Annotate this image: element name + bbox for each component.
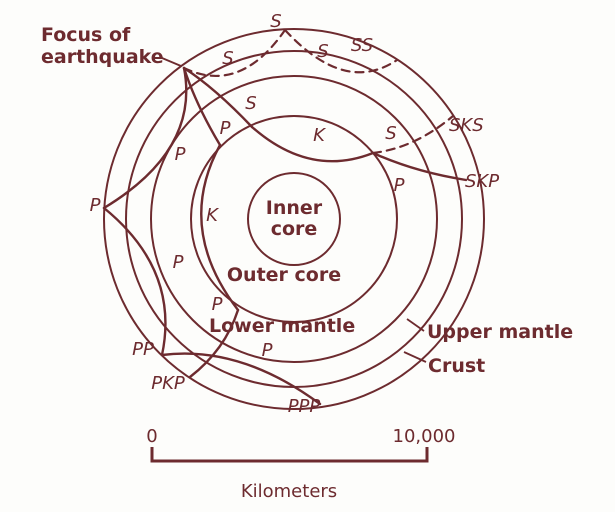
- pkp-outer-core-leg-path: [200, 143, 240, 312]
- pp-reflected-path: [102, 206, 167, 357]
- s-surface-wave-path-2: [283, 28, 399, 74]
- phase-label-k-sks: K: [313, 125, 326, 146]
- sks-outer-core-leg-path: [250, 125, 375, 163]
- s-surface-wave-path-1: [182, 28, 287, 77]
- phase-label-sks: SKS: [449, 115, 484, 136]
- focus-leader-line: [161, 57, 182, 67]
- layer-label-inner-core-line2: core: [271, 218, 318, 240]
- phase-label-s-sks-exit: S: [385, 123, 396, 144]
- phase-label-s-mantle-leg: S: [245, 93, 256, 114]
- sks-mantle-leg-path: [182, 66, 254, 129]
- layer-label-upper-mantle: Upper mantle: [427, 321, 573, 343]
- phase-label-p-ppp-leg: P: [262, 340, 273, 361]
- scale-unit-label: Kilometers: [241, 481, 337, 502]
- phase-label-s-apex: S: [270, 11, 281, 32]
- focus-label-line1: Focus of: [41, 24, 131, 46]
- phase-label-p-skp-exit: P: [394, 175, 405, 196]
- phase-label-ss: SS: [351, 35, 373, 56]
- phase-label-s-scallop-left: S: [222, 48, 233, 69]
- scale-label-min: 0: [146, 426, 157, 447]
- sks-exit-wave-path: [371, 114, 455, 155]
- p-direct-path: [102, 66, 188, 210]
- layer-label-lower-mantle: Lower mantle: [209, 315, 355, 337]
- layer-label-inner-core-line1: Inner: [266, 197, 323, 219]
- phase-label-k-pkp: K: [206, 205, 219, 226]
- focus-label-line2: earthquake: [41, 46, 164, 68]
- scale-bar: [150, 447, 429, 463]
- layer-label-outer-core: Outer core: [227, 264, 341, 286]
- upper-mantle-leader-line: [406, 318, 425, 332]
- upper-lower-mantle-boundary-circle: [150, 75, 438, 363]
- pkp-mantle-entry-path: [182, 66, 222, 147]
- phase-label-pp: PP: [132, 339, 154, 360]
- surface-circle: [103, 28, 485, 410]
- phase-label-p-pkp-lower: P: [212, 294, 223, 315]
- pkp-exit-leg-path: [188, 308, 240, 379]
- core-mantle-boundary-circle: [190, 115, 398, 323]
- ppp-reflected-path: [160, 352, 322, 406]
- scale-label-max: 10,000: [393, 426, 456, 447]
- phase-label-skp: SKP: [465, 171, 499, 192]
- phase-label-p-pp-leg: P: [173, 252, 184, 273]
- phase-label-ppp: PPP: [288, 396, 321, 417]
- phase-label-s-scallop-right: S: [317, 41, 328, 62]
- phase-label-pkp: PKP: [151, 373, 185, 394]
- phase-label-p-left-arrival: P: [90, 195, 101, 216]
- phase-label-p-direct-upper: P: [175, 144, 186, 165]
- skp-exit-leg-path: [371, 151, 468, 182]
- crust-leader-line: [403, 351, 427, 363]
- inner-core-boundary-circle: [247, 172, 341, 266]
- layer-label-crust: Crust: [428, 355, 485, 377]
- phase-label-p-mantle-entry: P: [220, 118, 231, 139]
